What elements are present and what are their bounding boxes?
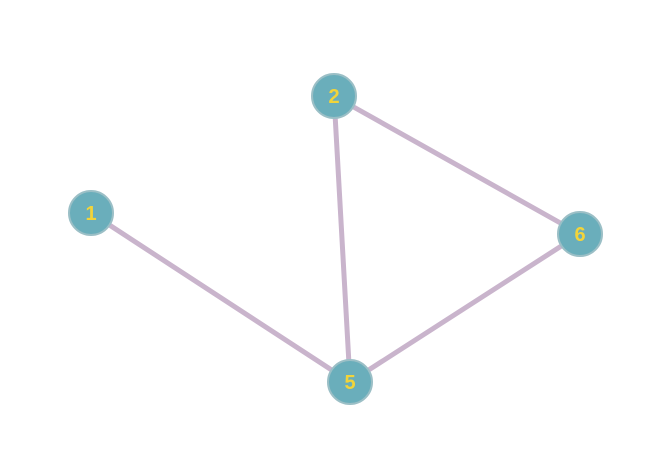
nodes-layer: 1 2 5 6 xyxy=(68,73,603,405)
edge-5-6 xyxy=(347,231,583,385)
edge-1-5 xyxy=(88,210,353,385)
edge-2-6 xyxy=(331,93,583,237)
node-circle xyxy=(311,73,357,119)
node-5: 5 xyxy=(327,359,373,405)
node-2: 2 xyxy=(311,73,357,119)
edges-layer xyxy=(88,93,583,385)
node-circle xyxy=(68,190,114,236)
node-label: 2 xyxy=(328,86,339,108)
node-label: 6 xyxy=(574,224,585,246)
node-label: 5 xyxy=(344,372,355,394)
node-circle xyxy=(327,359,373,405)
edge-2-5 xyxy=(331,93,353,385)
node-6: 6 xyxy=(557,211,603,257)
node-circle xyxy=(557,211,603,257)
node-label: 1 xyxy=(85,203,96,225)
node-1: 1 xyxy=(68,190,114,236)
